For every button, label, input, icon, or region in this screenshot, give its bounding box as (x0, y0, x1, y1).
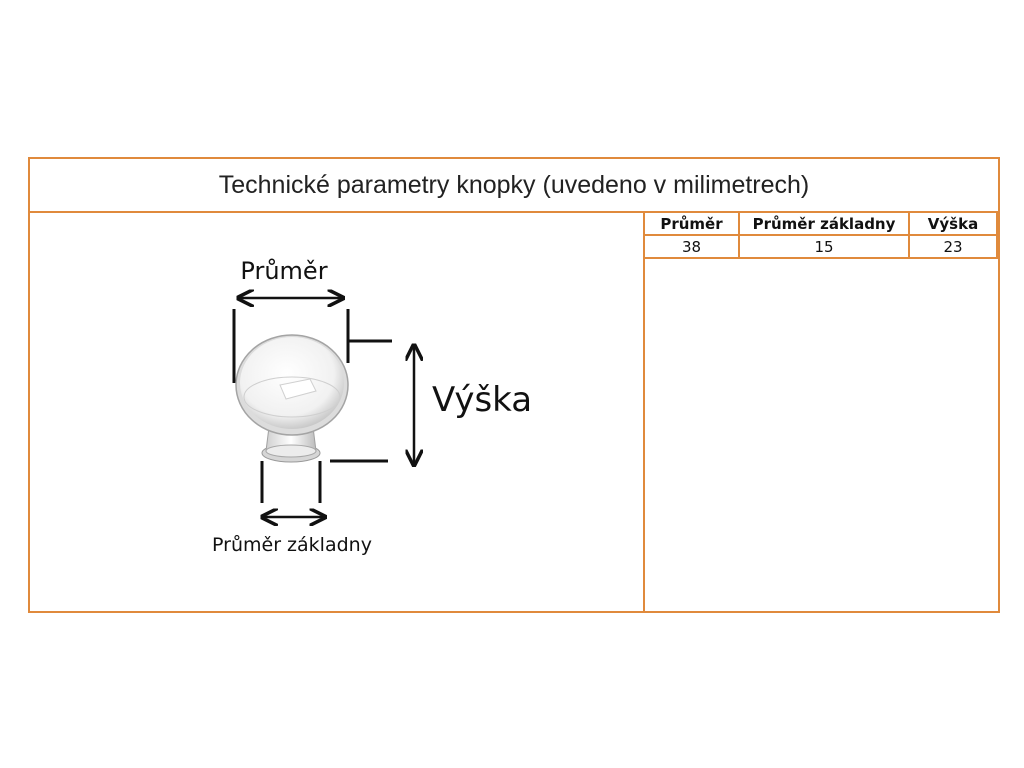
diameter-label: Průměr (240, 257, 327, 285)
header-base-diameter: Průměr základny (738, 213, 910, 236)
height-label: Výška (432, 380, 532, 420)
table-row: 38 15 23 (645, 234, 998, 259)
base-diameter-label: Průměr základny (212, 534, 372, 556)
value-height: 23 (908, 234, 998, 259)
table-header-row: Průměr Průměr základny Výška (645, 213, 998, 236)
page-title: Technické parametry knopky (uvedeno v mi… (30, 159, 998, 213)
knob-diagram: Průměr Výška (212, 257, 532, 556)
value-diameter: 38 (645, 234, 740, 259)
cabinet-knob-image (235, 334, 349, 463)
knob-diagram-pane: Průměr Výška (30, 213, 645, 611)
spec-frame: Technické parametry knopky (uvedeno v mi… (28, 157, 1000, 613)
spec-table-pane: Průměr Průměr základny Výška 38 15 23 (645, 213, 998, 611)
header-height: Výška (908, 213, 998, 236)
header-diameter: Průměr (645, 213, 740, 236)
value-base-diameter: 15 (738, 234, 910, 259)
spec-table: Průměr Průměr základny Výška 38 15 23 (645, 213, 998, 259)
